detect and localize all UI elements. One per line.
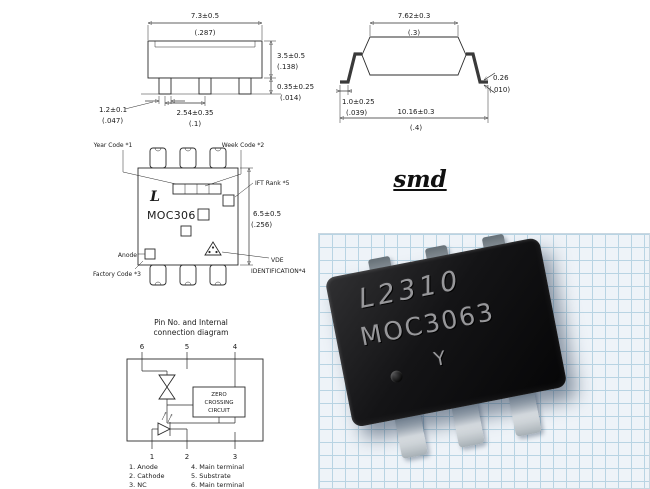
legend-main-terminal-6: 6. Main terminal: [191, 481, 244, 489]
smd-heading: smd: [393, 166, 447, 193]
connection-title-line2: connection diagram: [154, 328, 229, 337]
side-span-in: (.4): [410, 124, 422, 132]
anode-mark-box: [144, 248, 156, 260]
chip-marking-line3: Y: [432, 347, 448, 371]
schematic: ZERO CROSSING CIRCUIT: [126, 352, 264, 449]
front-standoff-in: (.014): [280, 94, 301, 102]
marking-diagram: L MOC306 Year Code *1 Week Code *2 IFT R…: [93, 142, 306, 286]
side-body-in: (.3): [408, 29, 420, 37]
side-thickness-mm: 0.26: [493, 74, 509, 82]
vde-label-line2: IDENTIFICATION*4: [251, 268, 306, 275]
front-height-mm: 3.5±0.5: [277, 52, 305, 60]
marking-content: L MOC306: [144, 183, 235, 260]
front-leadwidth-in: (.047): [102, 117, 123, 125]
side-package-body: [340, 36, 488, 84]
zc-line2: CROSSING: [205, 400, 234, 406]
front-pitch-mm: 2.54±0.35: [176, 109, 213, 117]
front-standoff-mm: 0.35±0.25: [277, 83, 314, 91]
connection-diagram: Pin No. and Internal connection diagram …: [126, 318, 264, 489]
pin-4: 4: [233, 343, 238, 351]
logo-mark: L: [149, 189, 160, 205]
legend-anode: 1. Anode: [129, 463, 158, 471]
front-dim-standoff: 0.35±0.25 (.014): [271, 78, 314, 102]
triac-triangle-upper: [158, 374, 176, 388]
front-package-body: [141, 40, 281, 95]
front-dim-leadwidth: 1.2±0.1 (.047): [99, 96, 185, 125]
front-width-mm: 7.3±0.5: [191, 12, 219, 20]
rank-digit-box: [197, 208, 210, 221]
ift-rank-box: [222, 194, 235, 207]
front-leadwidth-mm: 1.2±0.1: [99, 106, 127, 114]
pin-2: 2: [185, 453, 189, 461]
front-dim-width: 7.3±0.5 (.287): [148, 12, 262, 40]
connection-title-line1: Pin No. and Internal: [154, 318, 228, 327]
marking-height-mm: 6.5±0.5: [253, 210, 281, 218]
marking-callouts: Year Code *1 Week Code *2 IFT Rank *5 An…: [93, 142, 306, 278]
led-diode: [157, 422, 172, 436]
zc-line3: CIRCUIT: [208, 408, 230, 414]
pin-1: 1: [150, 453, 154, 461]
factory-code-label: Factory Code *3: [93, 271, 141, 278]
zc-line1: ZERO: [211, 392, 227, 398]
part-number: MOC306: [147, 209, 196, 222]
legend-nc: 3. NC: [129, 481, 147, 489]
pin-legend: 1. Anode 2. Cathode 3. NC 4. Main termin…: [129, 463, 244, 489]
side-foot-in: (.039): [346, 109, 367, 117]
pin-3: 3: [233, 453, 237, 461]
pin1-dimple: [389, 369, 404, 384]
side-foot-mm: 1.0±0.25: [342, 98, 375, 106]
anode-label: Anode: [118, 252, 137, 259]
vde-label-line1: VDE: [271, 257, 284, 264]
front-pitch-in: (.1): [189, 120, 201, 128]
chip-photo: L2310 MOC3063 Y: [318, 233, 650, 489]
front-dim-pitch: 2.54±0.35 (.1): [165, 96, 214, 128]
ift-rank-label: IFT Rank *5: [255, 180, 290, 187]
right-lead: [466, 52, 488, 84]
legend-substrate: 5. Substrate: [191, 472, 231, 480]
pin-5: 5: [185, 343, 189, 351]
front-view-drawing: 7.3±0.5 (.287) 3.5±0.5 (.138) 0.35±0.25: [99, 12, 314, 128]
marking-dim-height: 6.5±0.5 (.256): [240, 168, 281, 265]
pin-6: 6: [140, 343, 145, 351]
pin-numbers-top: 6 5 4: [140, 343, 238, 351]
code-box: [180, 225, 192, 237]
side-body-mm: 7.62±0.3: [398, 12, 431, 20]
legend-main-terminal-4: 4. Main terminal: [191, 463, 244, 471]
side-view-drawing: 7.62±0.3 (.3) 0.26 (.010) 1.0±0.25 (.039…: [337, 12, 510, 132]
front-height-in: (.138): [277, 63, 298, 71]
marking-height-in: (.256): [251, 221, 272, 229]
side-dim-thickness: 0.26 (.010): [484, 72, 510, 94]
year-code-label: Year Code *1: [93, 142, 133, 149]
front-dim-height: 3.5±0.5 (.138): [264, 41, 305, 78]
week-code-label: Week Code *2: [222, 142, 265, 149]
chip: L2310 MOC3063 Y: [323, 234, 576, 474]
pin-numbers-bottom: 1 2 3: [150, 453, 237, 461]
legend-cathode: 2. Cathode: [129, 472, 165, 480]
side-thickness-in: (.010): [489, 86, 510, 94]
zero-crossing-box: [192, 386, 246, 418]
left-lead: [340, 52, 362, 84]
side-dim-body: 7.62±0.3 (.3): [370, 12, 458, 37]
side-dim-span: 10.16±0.3 (.4): [340, 85, 488, 132]
side-span-mm: 10.16±0.3: [397, 108, 434, 116]
side-dim-foot: 1.0±0.25 (.039): [337, 85, 375, 117]
front-width-in: (.287): [194, 29, 215, 37]
